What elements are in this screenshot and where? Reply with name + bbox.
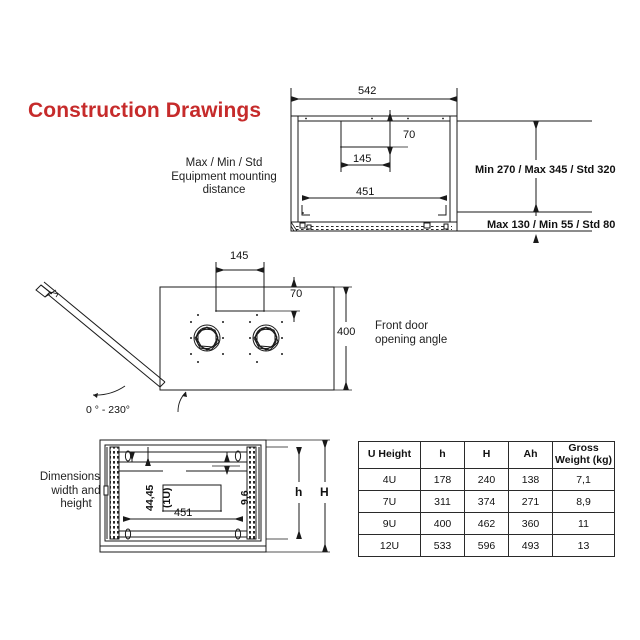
top-view-drawing [290,88,592,243]
spec-table: U Height h H Ah Gross Weight (kg) 4U 178… [358,441,615,557]
table-row: 9U 400 462 360 11 [358,512,615,535]
dim-label-opening-width-front: 145 [230,250,249,262]
table-cell: 533 [420,534,465,557]
note-dimensions: Dimensions in width and height [39,471,112,511]
table-header-cell: Ah [508,441,553,469]
table-cell: 11 [552,512,615,535]
table-header-cell: H [464,441,509,469]
dim-unit-pitch [119,447,160,466]
fan-mounting-dots [190,314,283,363]
front-view-drawing [35,262,352,413]
dim-label-inner-width-section: 451 [174,507,193,519]
dim-label-unit-pitch: 44,45 [144,484,156,511]
dim-label-opening-depth-top: 70 [403,129,416,141]
table-cell: 7U [358,490,421,513]
dim-label-door-angle: 0 ° - 230° [86,404,131,416]
dim-label-inner-width-top: 451 [356,186,375,198]
dim-label-opening-width-top: 145 [353,153,372,165]
table-cell: 400 [420,512,465,535]
table-cell: 360 [508,512,553,535]
section-view-drawing [99,439,330,553]
table-header-cell: U Height [358,441,421,469]
fan-right [252,324,280,352]
table-row: 7U 311 374 271 8,9 [358,490,615,513]
dim-label-opening-depth-front: 70 [290,288,303,300]
table-header-row: U Height h H Ah Gross Weight (kg) [358,441,615,469]
door-angle-arc [92,385,187,413]
table-cell: 178 [420,468,465,491]
table-cell: 13 [552,534,615,557]
table-cell: 12U [358,534,421,557]
dim-label-height-front: 400 [337,326,356,338]
table-cell: 311 [420,490,465,513]
dim-label-height-h: h [295,485,303,499]
table-cell: 7,1 [552,468,615,491]
note-equipment-mounting: Max / Min / Std Equipment mounting dista… [171,157,277,197]
table-cell: 493 [508,534,553,557]
table-cell: 596 [464,534,509,557]
dim-label-overall-width: 542 [358,85,377,97]
table-cell: 8,9 [552,490,615,513]
fan-left [193,324,221,352]
table-cell: 138 [508,468,553,491]
table-cell: 9U [358,512,421,535]
table-row: 4U 178 240 138 7,1 [358,468,615,491]
front-door-panel [35,281,166,388]
dim-label-unit: (1U) [161,487,173,508]
dim-label-depth-range: Min 270 / Max 345 / Std 320 [475,164,616,176]
dim-opening-width-front [215,262,265,287]
table-row: 12U 533 596 493 13 [358,534,615,557]
dim-label-height-H: H [320,485,329,499]
table-header-cell: Gross Weight (kg) [552,441,615,469]
dim-label-rail-offset: 9,6 [239,490,251,505]
dim-overall-width [290,88,458,116]
dim-height-front [334,286,352,391]
table-cell: 240 [464,468,509,491]
table-cell: 4U [358,468,421,491]
table-cell: 271 [508,490,553,513]
table-cell: 462 [464,512,509,535]
table-cell: 374 [464,490,509,513]
dim-rail-offset [212,452,240,475]
dim-opening-depth-front [264,277,310,322]
dim-opening-width-top [340,147,391,172]
dim-label-rear-range: Max 130 / Min 55 / Std 80 [487,219,616,231]
note-front-door: Front door opening angle [375,320,448,346]
page-title: Construction Drawings [28,99,262,122]
table-header-cell: h [420,441,465,469]
